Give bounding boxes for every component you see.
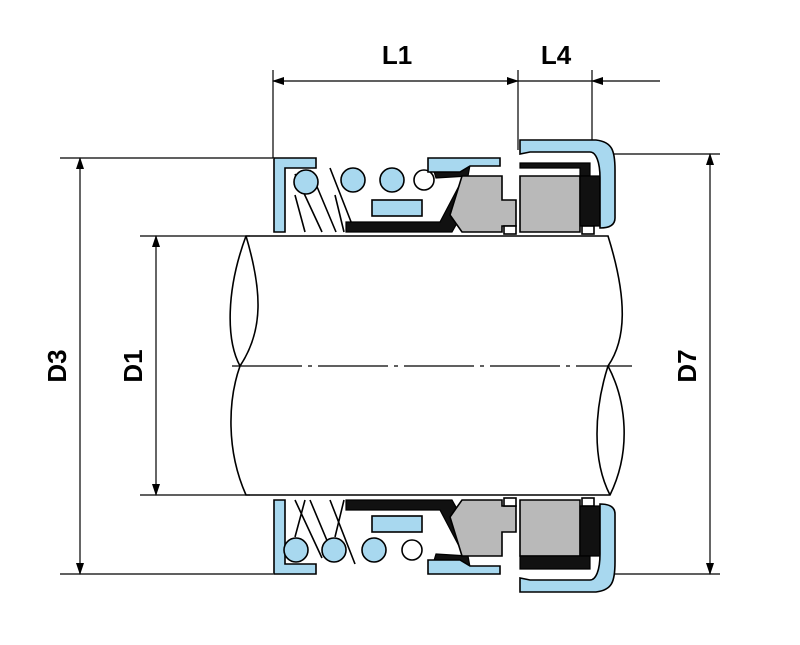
label-d1: D1 [118,349,148,382]
dimension-d1 [140,235,250,496]
dimension-l4 [518,70,660,140]
retainer-upper [273,157,317,233]
dimension-d7 [598,153,720,575]
label-l1: L1 [382,40,412,70]
seal-lower-half [273,497,616,593]
dimension-l1 [272,70,519,158]
seal-upper-half [273,139,616,235]
label-d7: D7 [672,349,702,382]
label-l4: L4 [541,40,572,70]
shaft [229,235,632,496]
dimension-d3 [60,157,273,575]
label-d3: D3 [42,349,72,382]
